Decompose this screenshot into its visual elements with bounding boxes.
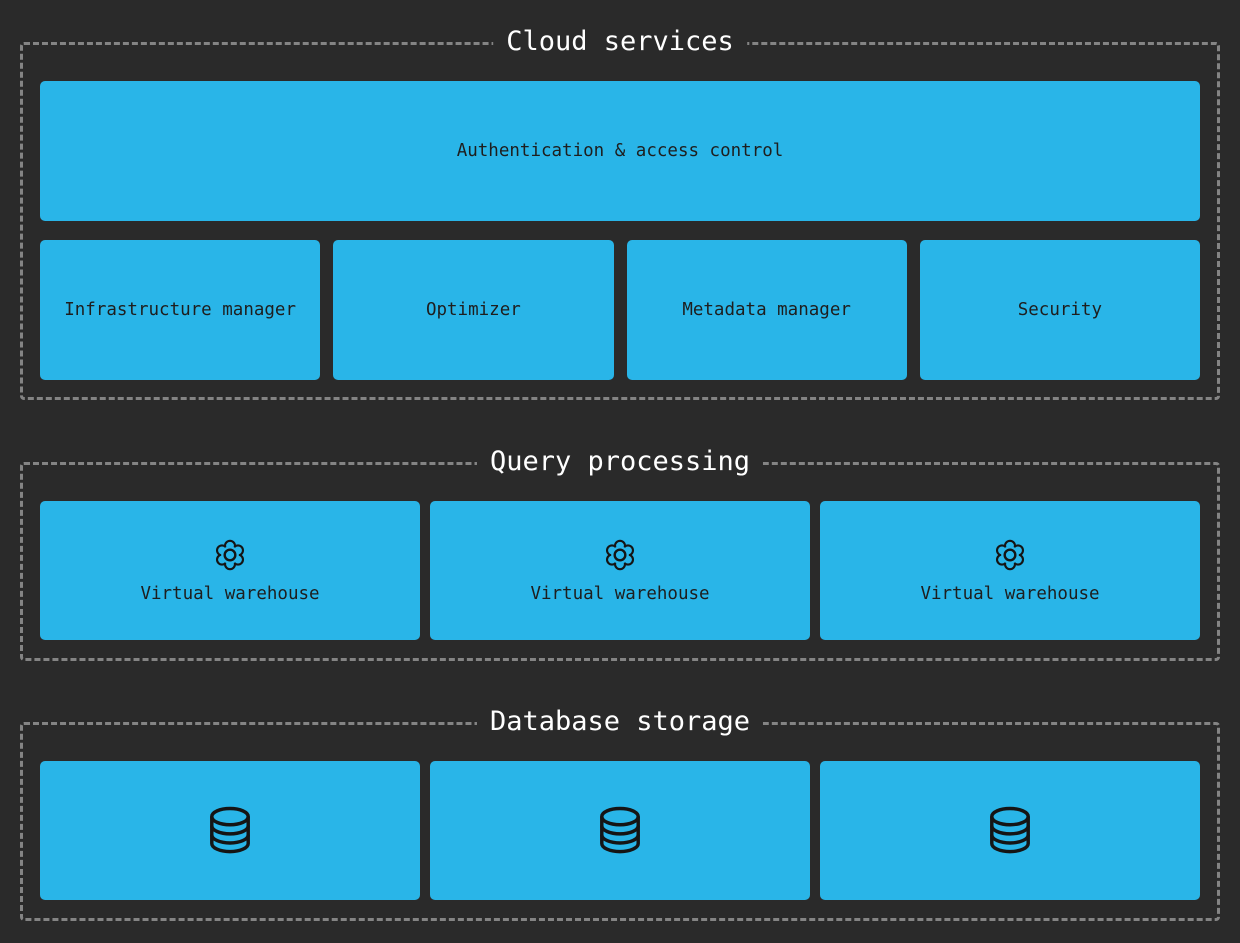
node-optimizer: Optimizer — [333, 240, 614, 380]
section-database-storage: Database storage — [20, 707, 1220, 921]
database-icon — [207, 806, 253, 856]
node-authentication-access-control: Authentication & access control — [40, 81, 1200, 221]
gear-icon — [213, 538, 247, 572]
section-title-database-storage: Database storage — [476, 707, 764, 737]
node-label: Virtual warehouse — [920, 583, 1100, 604]
node-label: Virtual warehouse — [140, 583, 320, 604]
database-storage-row — [40, 761, 1200, 900]
section-title-cloud-services: Cloud services — [493, 27, 747, 57]
section-title-query-processing: Query processing — [476, 447, 764, 477]
node-label: Optimizer — [425, 300, 521, 320]
node-label: Virtual warehouse — [530, 583, 710, 604]
node-label: Authentication & access control — [456, 141, 784, 161]
section-cloud-services: Cloud services Authentication & access c… — [20, 27, 1220, 400]
node-infrastructure-manager: Infrastructure manager — [40, 240, 321, 380]
cloud-services-row: Infrastructure manager Optimizer Metadat… — [40, 240, 1200, 380]
gear-icon — [603, 538, 637, 572]
section-query-processing: Query processing — [20, 447, 1220, 661]
node-database — [430, 761, 810, 900]
database-icon — [987, 806, 1033, 856]
query-processing-row: Virtual warehouse — [40, 501, 1200, 640]
node-label: Metadata manager — [682, 300, 851, 320]
gear-icon — [993, 538, 1027, 572]
node-label: Security — [1017, 300, 1103, 320]
database-icon — [597, 806, 643, 856]
node-virtual-warehouse: Virtual warehouse — [820, 501, 1200, 640]
node-database — [40, 761, 420, 900]
node-virtual-warehouse: Virtual warehouse — [430, 501, 810, 640]
node-database — [820, 761, 1200, 900]
node-virtual-warehouse: Virtual warehouse — [40, 501, 420, 640]
node-security: Security — [919, 240, 1200, 380]
node-label: Infrastructure manager — [64, 300, 297, 320]
node-metadata-manager: Metadata manager — [626, 240, 907, 380]
